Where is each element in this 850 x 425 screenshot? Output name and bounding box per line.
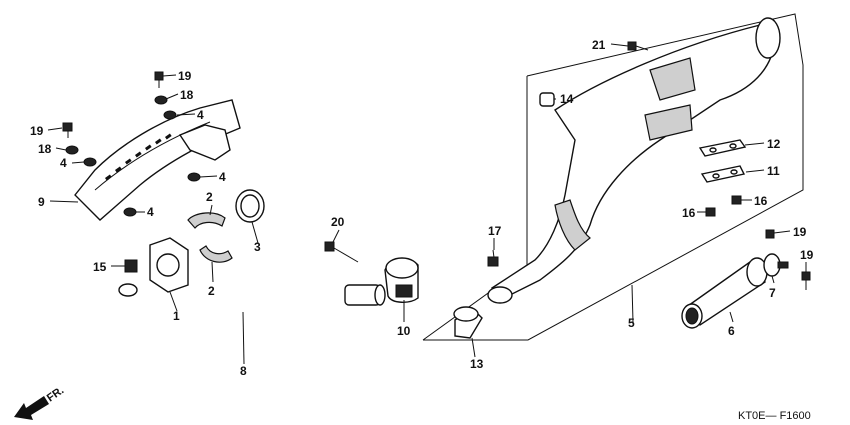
callout-19: 19 (30, 124, 44, 138)
washer-18-left[interactable] (65, 145, 79, 155)
bolt-19-right[interactable] (765, 229, 775, 239)
muffler[interactable] (487, 17, 781, 304)
nut-14[interactable] (539, 92, 555, 107)
callout-5: 5 (628, 316, 635, 330)
callout-16: 16 (682, 206, 696, 220)
callout-13: 13 (470, 357, 484, 371)
tail-tube[interactable] (681, 257, 768, 329)
diagram-code: KT0E— F1600 (738, 410, 811, 422)
collar-upper[interactable] (187, 212, 226, 229)
muffler-gasket[interactable] (453, 306, 483, 339)
callout-15: 15 (93, 260, 107, 274)
callout-20: 20 (331, 215, 345, 229)
callout-4: 4 (60, 156, 67, 170)
callout-10: 10 (397, 324, 411, 338)
bolt-19-left[interactable] (62, 122, 73, 138)
bolt-19-far[interactable] (801, 271, 811, 290)
callout-19: 19 (800, 248, 814, 262)
callout-16: 16 (754, 194, 768, 208)
callout-18: 18 (38, 142, 52, 156)
callout-21: 21 (592, 38, 606, 52)
gasket-ring[interactable] (235, 189, 265, 223)
callout-8: 8 (240, 364, 247, 378)
bolt-19-top[interactable] (154, 71, 164, 88)
callout-6: 6 (728, 324, 735, 338)
exhaust-gasket[interactable] (149, 237, 189, 293)
nut-4-top[interactable] (163, 110, 177, 120)
joint-clamp[interactable] (384, 257, 419, 303)
bolt-17[interactable] (487, 249, 499, 267)
callout-17: 17 (488, 224, 502, 238)
leader-lines (47, 43, 807, 365)
heat-guard[interactable] (74, 99, 241, 221)
washer-18-top[interactable] (154, 95, 168, 105)
callout-2: 2 (206, 190, 213, 204)
callout-19: 19 (178, 69, 192, 83)
callout-1: 1 (173, 309, 180, 323)
callout-9: 9 (38, 195, 45, 209)
front-arrow-icon (14, 396, 49, 420)
bolt-21[interactable] (627, 41, 649, 51)
nut-4-low[interactable] (123, 207, 137, 217)
callout-4: 4 (147, 205, 154, 219)
callout-7: 7 (769, 286, 776, 300)
bolt-16a[interactable] (705, 207, 716, 217)
callout-4: 4 (219, 170, 226, 184)
front-direction-label: FR. (45, 384, 66, 404)
bolt-16b[interactable] (731, 195, 742, 205)
callout-18: 18 (180, 88, 194, 102)
callout-4: 4 (197, 108, 204, 122)
bolt-20[interactable] (324, 241, 359, 263)
nut-4-left[interactable] (83, 157, 97, 167)
nut-4-mid[interactable] (187, 172, 201, 182)
plate-11[interactable] (700, 165, 746, 183)
plate-12[interactable] (698, 139, 747, 157)
nut-15[interactable] (124, 259, 138, 273)
collar-lower[interactable] (199, 245, 233, 263)
callout-3: 3 (254, 240, 261, 254)
callout-2: 2 (208, 284, 215, 298)
callout-12: 12 (767, 137, 781, 151)
exhaust-pipe[interactable] (64, 283, 386, 384)
tail-band[interactable] (763, 253, 789, 277)
callout-19: 19 (793, 225, 807, 239)
callout-14: 14 (560, 92, 574, 106)
callout-11: 11 (767, 164, 780, 178)
front-direction-indicator: FR. (14, 384, 66, 420)
